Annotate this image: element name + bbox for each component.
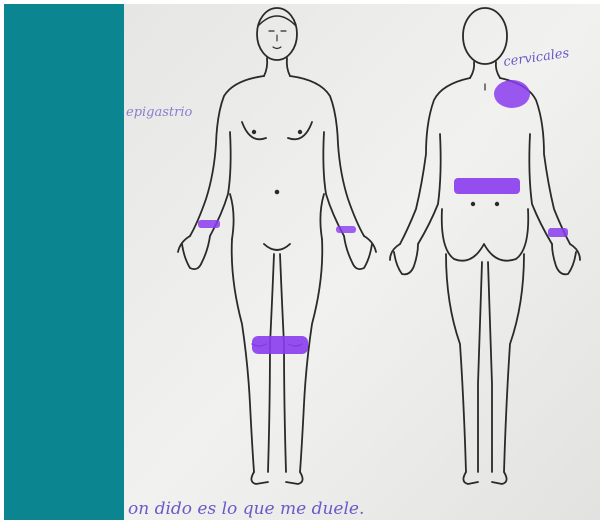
- body-diagram-photo: cervicales epigastrio on dido es lo que …: [124, 4, 600, 520]
- bottom-handwritten-note: on dido es lo que me duele.: [128, 499, 364, 519]
- front-handwritten-label: epigastrio: [126, 105, 193, 120]
- figure-frame: cervicales epigastrio on dido es lo que …: [4, 4, 600, 520]
- front-knees-mark: [252, 336, 308, 354]
- paper-background: [124, 4, 600, 520]
- front-right-wrist-mark: [336, 226, 356, 233]
- front-left-wrist-mark: [198, 220, 220, 228]
- back-lower-back-mark: [454, 178, 520, 194]
- teal-side-bar: [4, 4, 124, 520]
- back-right-wrist-mark: [548, 228, 568, 237]
- back-neck-shoulder-mark: [494, 80, 530, 108]
